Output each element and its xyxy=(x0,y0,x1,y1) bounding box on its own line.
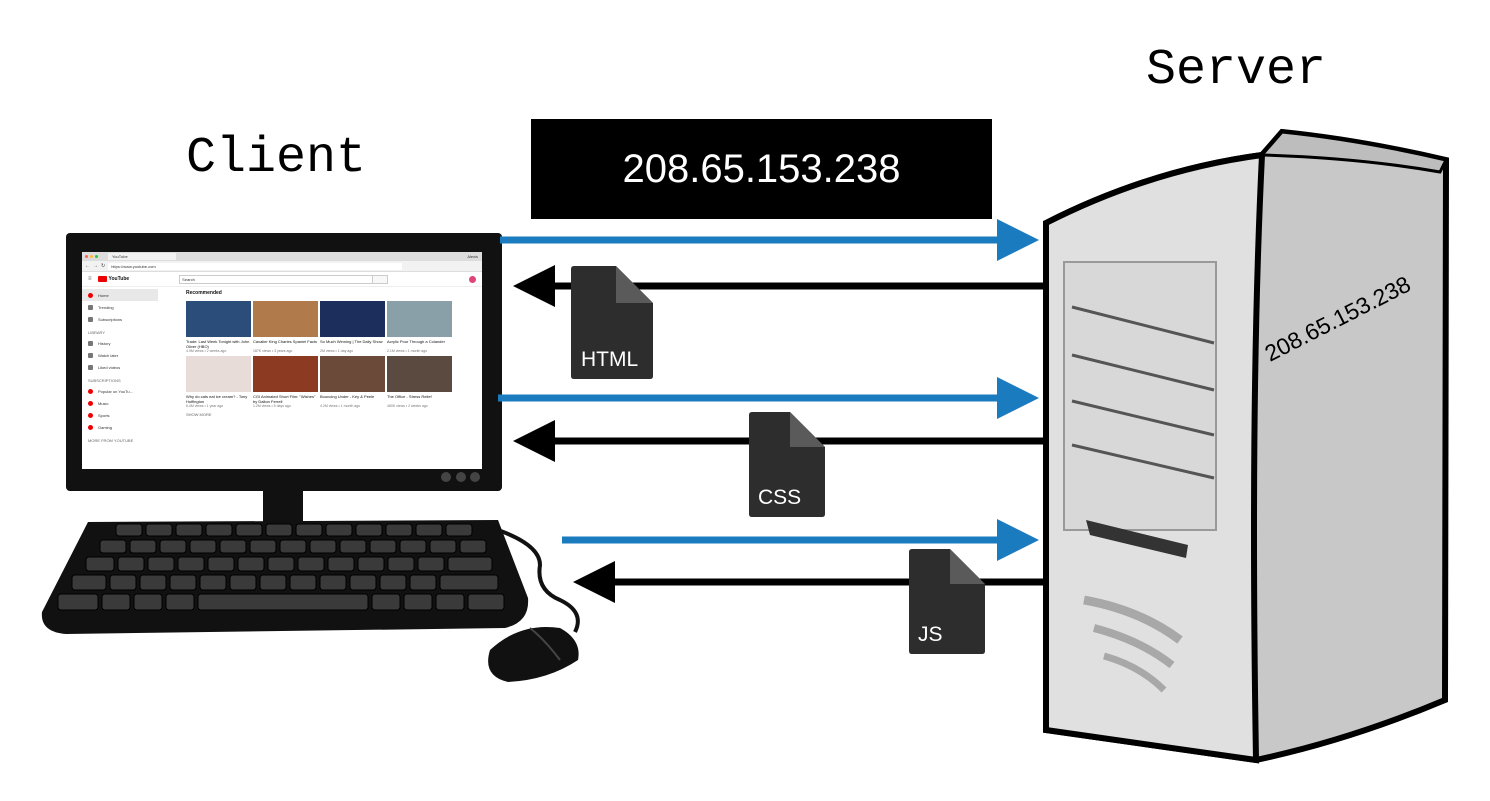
sidebar-item-gaming: Gaming xyxy=(82,421,158,433)
sidebar-item-watch-later: Watch later xyxy=(82,349,158,361)
avatar xyxy=(469,275,476,283)
video-card: CGI Animated Short Film: "Wishes" by Dal… xyxy=(253,355,318,409)
sidebar-item-liked: Liked videos xyxy=(82,361,158,373)
sidebar-item-popular: Popular on YouTu... xyxy=(82,385,158,397)
monitor-screen: YouTube Alexis ← → ↻ https://www.youtube… xyxy=(82,252,482,469)
sidebar-item-subscriptions: Subscriptions xyxy=(82,313,158,325)
yt-main: Recommended Trade: Last Week Tonight wit… xyxy=(158,287,482,445)
browser-tab-bar: YouTube Alexis xyxy=(82,252,482,261)
video-row: Why do cats eat ice cream? - Tony Huffin… xyxy=(186,355,482,409)
server-tower xyxy=(1043,128,1450,764)
reload-icon: ↻ xyxy=(101,263,106,269)
sidebar-item-music: Music xyxy=(82,397,158,409)
subscriptions-heading: SUBSCRIPTIONS xyxy=(88,378,121,383)
server-label: Server xyxy=(1146,42,1327,99)
video-thumbnail xyxy=(186,355,251,392)
css-file-label: CSS xyxy=(758,486,801,509)
browser-address-bar: ← → ↻ https://www.youtube.com xyxy=(82,261,482,272)
section-title: Recommended xyxy=(186,290,222,296)
browser-url: https://www.youtube.com xyxy=(108,262,402,270)
html-file-icon: HTML xyxy=(571,266,653,379)
yt-search-button xyxy=(372,274,389,284)
client-keyboard xyxy=(41,520,580,634)
video-thumbnail xyxy=(387,355,452,392)
browser-account: Alexis xyxy=(467,254,478,259)
sidebar-item-trending: Trending xyxy=(82,301,158,313)
thumbs-up-icon xyxy=(88,364,93,370)
video-card: Trade: Last Week Tonight with John Olive… xyxy=(186,301,251,354)
yt-search-input: Search xyxy=(179,274,374,284)
client-label: Client xyxy=(186,130,367,187)
ip-address-box: 208.65.153.238 xyxy=(531,119,992,219)
html-file-label: HTML xyxy=(581,348,638,371)
css-file-icon: CSS xyxy=(749,412,825,517)
channel-icon xyxy=(88,388,93,394)
video-thumbnail xyxy=(186,301,251,337)
library-heading: LIBRARY xyxy=(88,330,106,335)
forward-icon: → xyxy=(93,263,98,269)
client-mouse xyxy=(488,626,579,682)
yt-sidebar: Home Trending Subscriptions LIBRARY Hist… xyxy=(82,287,158,445)
sports-icon xyxy=(88,412,93,418)
yt-logo: YouTube xyxy=(97,276,129,282)
js-file-icon: JS xyxy=(909,549,985,654)
history-icon xyxy=(88,340,93,346)
browser-tab: YouTube xyxy=(108,253,176,260)
video-thumbnail xyxy=(253,355,318,392)
show-more-link: SHOW MORE xyxy=(186,412,212,417)
video-thumbnail xyxy=(253,301,318,337)
sidebar-item-sports: Sports xyxy=(82,409,158,421)
video-card: Why do cats eat ice cream? - Tony Huffin… xyxy=(186,355,251,409)
yt-header: ≡ YouTube Search xyxy=(82,272,482,287)
back-icon: ← xyxy=(85,263,90,269)
yt-play-icon xyxy=(97,276,107,282)
trending-icon xyxy=(88,304,93,310)
video-row: Trade: Last Week Tonight with John Olive… xyxy=(186,301,482,354)
home-icon xyxy=(88,292,93,298)
video-thumbnail xyxy=(387,301,452,337)
video-thumbnail xyxy=(320,301,385,337)
sidebar-item-home: Home xyxy=(82,289,158,301)
subscriptions-icon xyxy=(88,316,93,322)
more-heading: MORE FROM YOUTUBE xyxy=(88,438,134,443)
sidebar-item-history: History xyxy=(82,337,158,349)
music-icon xyxy=(88,400,93,406)
video-thumbnail xyxy=(320,355,385,392)
js-file-label: JS xyxy=(918,623,943,646)
menu-icon: ≡ xyxy=(88,276,92,282)
gaming-icon xyxy=(88,424,93,430)
clock-icon xyxy=(88,352,93,358)
